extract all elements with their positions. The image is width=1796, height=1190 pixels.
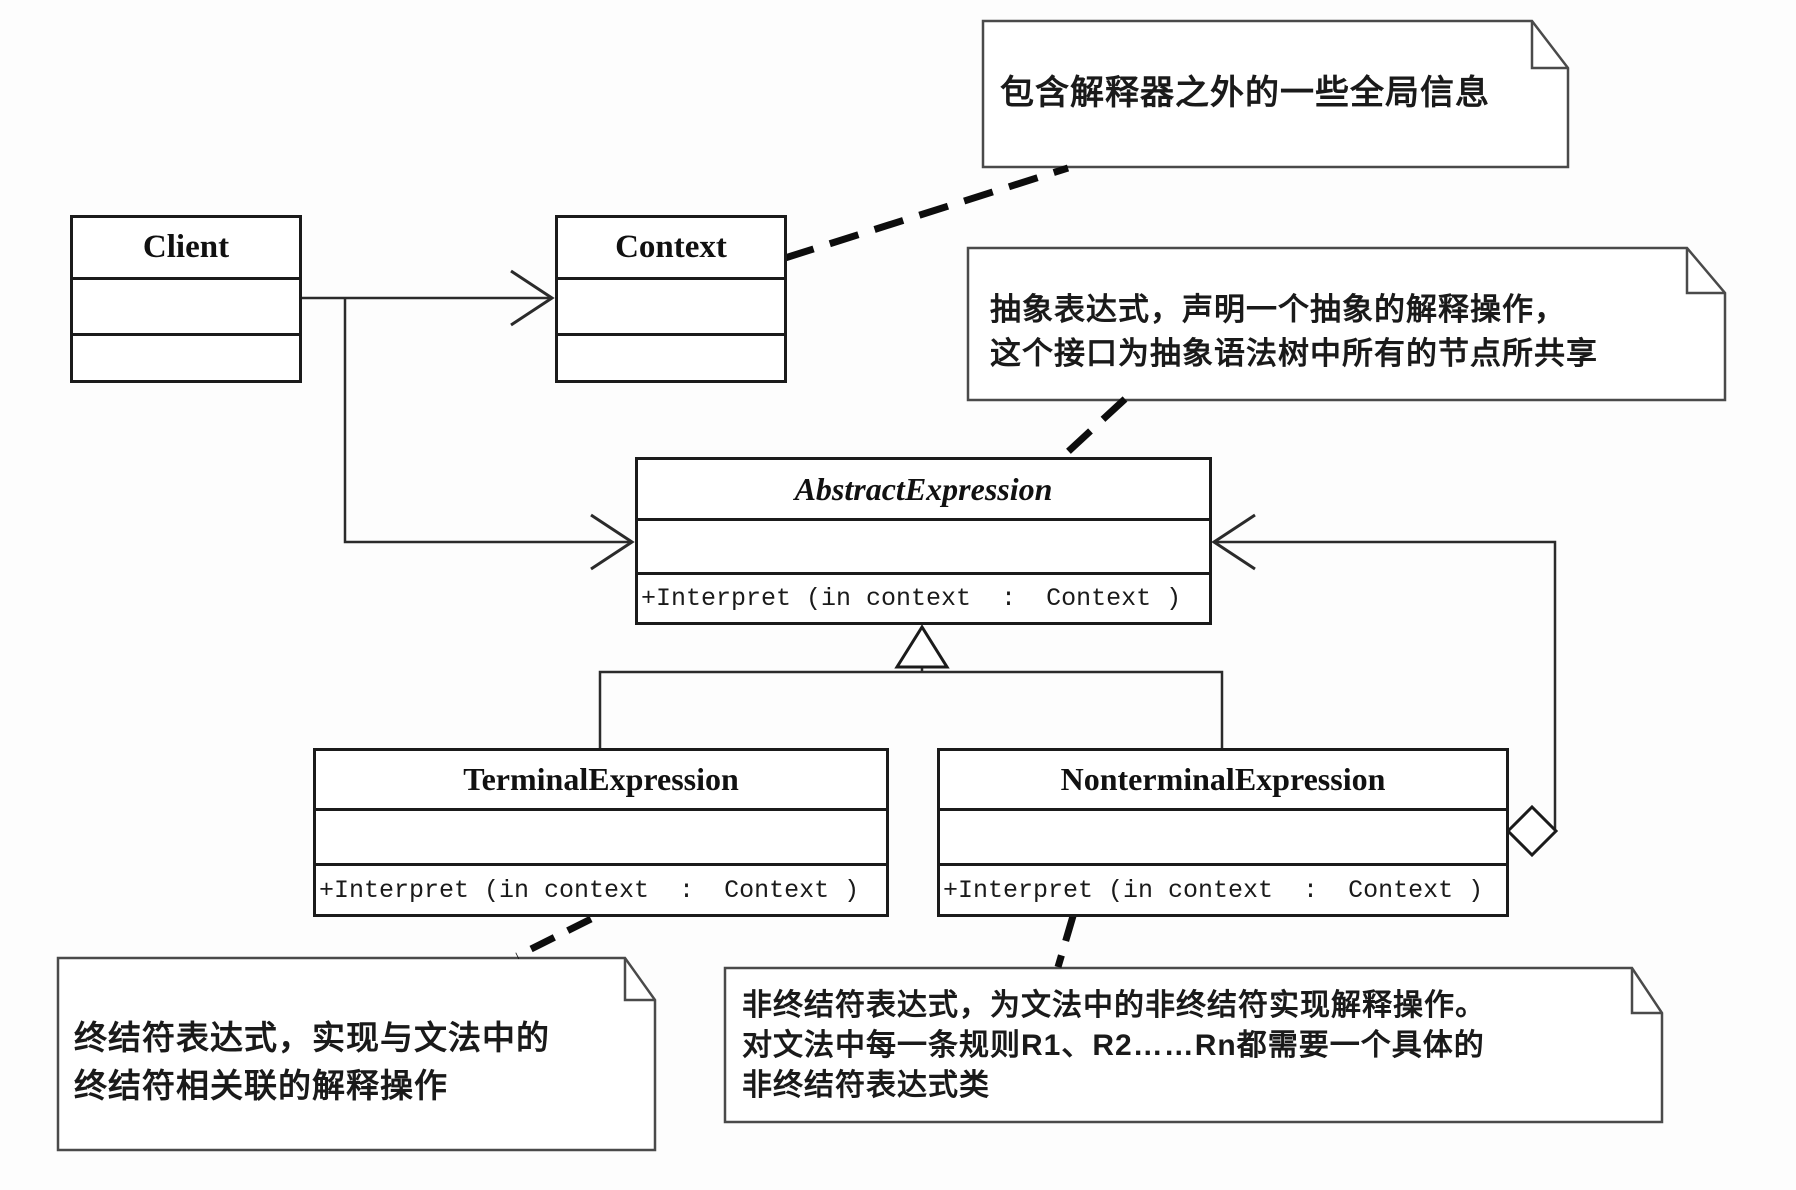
class-nonterminal-expression-name: NonterminalExpression: [1060, 761, 1386, 797]
class-context-attributes: [558, 277, 784, 333]
class-context: Context: [555, 215, 787, 383]
note-fold-icon: [1685, 248, 1725, 295]
note-line: 对文法中每一条规则R1、R2……Rn都需要一个具体的: [742, 1029, 1485, 1062]
class-context-name: Context: [615, 229, 727, 265]
aggregation-line: [1214, 540, 1557, 829]
class-terminal-expression-operations: +Interpret (in context : Context ): [316, 863, 886, 914]
note-line: 非终结符表达式类: [742, 1069, 990, 1102]
note-line: 这个接口为抽象语法树中所有的节点所共享: [990, 336, 1598, 371]
note-fold-icon: [623, 958, 655, 1002]
class-client-operations: [73, 333, 299, 380]
note-line: 非终结符表达式，为文法中的非终结符实现解释操作。: [742, 989, 1486, 1022]
class-nonterminal-expression-operations: +Interpret (in context : Context ): [940, 863, 1506, 914]
arrowhead-into-abstract-left-icon: [590, 513, 635, 571]
class-terminal-expression-attributes: [316, 808, 886, 863]
class-nonterminal-expression: NonterminalExpression +Interpret (in con…: [937, 748, 1509, 917]
arrowhead-into-abstract-right-icon: [1211, 513, 1256, 571]
note-context-outline: [981, 19, 1570, 169]
generalization-split-line: [598, 667, 1224, 748]
class-client-name: Client: [142, 229, 230, 265]
note-nonterminal-text: 非终结符表达式，为文法中的非终结符实现解释操作。 对文法中每一条规则R1、R2……: [742, 986, 1486, 1106]
class-abstract-expression: AbstractExpression +Interpret (in contex…: [635, 457, 1212, 625]
class-context-operations: [558, 333, 784, 380]
note-line: 终结符表达式，实现与文法中的: [74, 1019, 550, 1056]
aggregation-diamond-icon: [1505, 804, 1559, 858]
note-fold-icon: [1530, 21, 1568, 70]
class-terminal-expression: TerminalExpression +Interpret (in contex…: [313, 748, 889, 917]
arrowhead-into-context-icon: [510, 269, 555, 327]
note-terminal-text: 终结符表达式，实现与文法中的 终结符相关联的解释操作: [74, 1014, 550, 1110]
abstract-note-connector: [1056, 396, 1128, 463]
class-nonterminal-expression-attributes: [940, 808, 1506, 863]
note-fold-icon: [1630, 968, 1662, 1015]
note-line: 终结符相关联的解释操作: [74, 1067, 448, 1104]
terminal-note-connector: [515, 915, 593, 960]
class-abstract-expression-operations: +Interpret (in context : Context ): [638, 572, 1209, 622]
class-client-attributes: [73, 277, 299, 333]
class-abstract-expression-attributes: [638, 518, 1209, 572]
class-abstract-expression-name: AbstractExpression: [794, 470, 1053, 507]
note-line: 包含解释器之外的一些全局信息: [1000, 74, 1490, 112]
context-note-connector: [783, 164, 1070, 262]
note-abstract-outline: [966, 246, 1727, 402]
note-terminal-outline: [56, 956, 657, 1152]
note-nonterminal-outline: [723, 966, 1664, 1124]
generalization-triangle-icon: [894, 624, 950, 669]
note-context-text: 包含解释器之外的一些全局信息: [1000, 73, 1490, 113]
client-abstract-association-line: [343, 298, 632, 544]
nonterminal-note-connector: [1054, 915, 1077, 968]
class-client: Client: [70, 215, 302, 383]
class-terminal-expression-name: TerminalExpression: [463, 761, 739, 797]
note-abstract-text: 抽象表达式，声明一个抽象的解释操作， 这个接口为抽象语法树中所有的节点所共享: [990, 288, 1598, 376]
note-line: 抽象表达式，声明一个抽象的解释操作，: [990, 292, 1566, 327]
